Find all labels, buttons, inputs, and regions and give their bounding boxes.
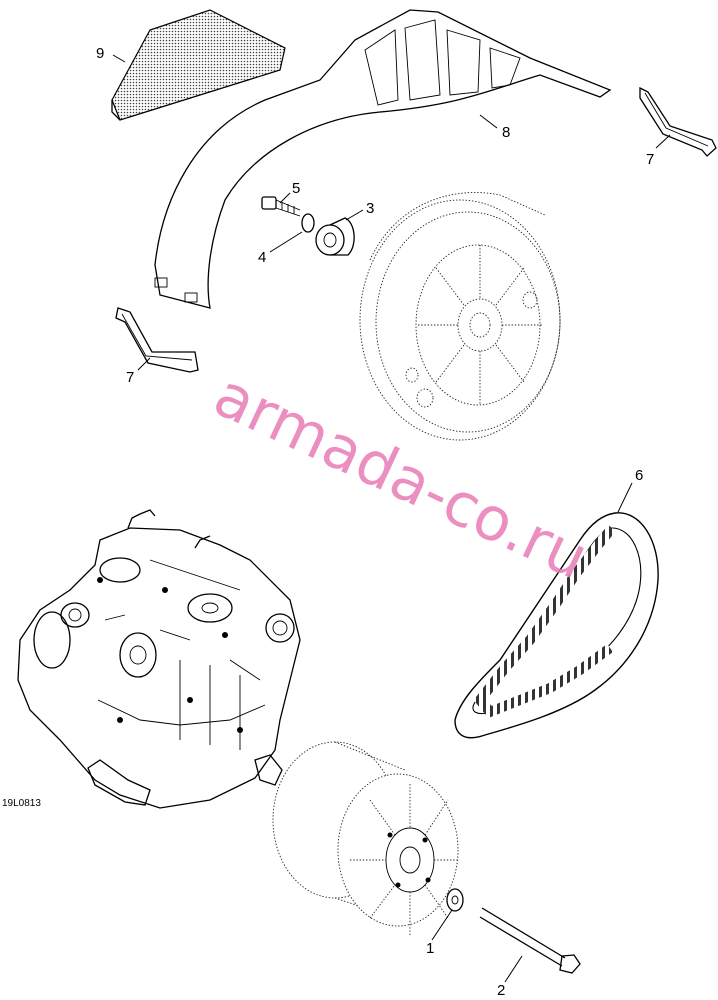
watermark-text: armada-co.ru <box>204 360 598 594</box>
bolt-part <box>479 907 581 974</box>
screw-part <box>261 196 301 217</box>
callout-seal-left: 7 <box>126 369 134 386</box>
callout-lock-washer: 4 <box>258 249 266 266</box>
drive-pulley-part <box>272 741 459 936</box>
drive-belt-part <box>454 512 659 739</box>
engine-assembly <box>17 509 301 809</box>
callout-seal-right: 7 <box>646 151 654 168</box>
leader-lines <box>112 54 671 983</box>
lock-washer-part <box>301 213 315 233</box>
spacer-part <box>315 217 355 256</box>
callout-pad: 9 <box>96 45 104 62</box>
pad-part <box>111 9 286 121</box>
seal-left-part <box>115 307 199 373</box>
callout-belt-guard: 8 <box>502 124 510 141</box>
seal-right-part <box>639 86 717 157</box>
callout-belt: 6 <box>635 467 643 484</box>
callout-screw: 5 <box>292 180 300 197</box>
belt-guard-part <box>154 9 612 309</box>
driven-pulley-reference <box>359 192 561 441</box>
washer-part <box>446 888 464 912</box>
callout-bolt: 2 <box>497 982 505 999</box>
callout-washer: 1 <box>426 940 434 957</box>
callout-spacer: 3 <box>366 200 374 217</box>
drawing-code: 19L0813 <box>2 798 41 809</box>
